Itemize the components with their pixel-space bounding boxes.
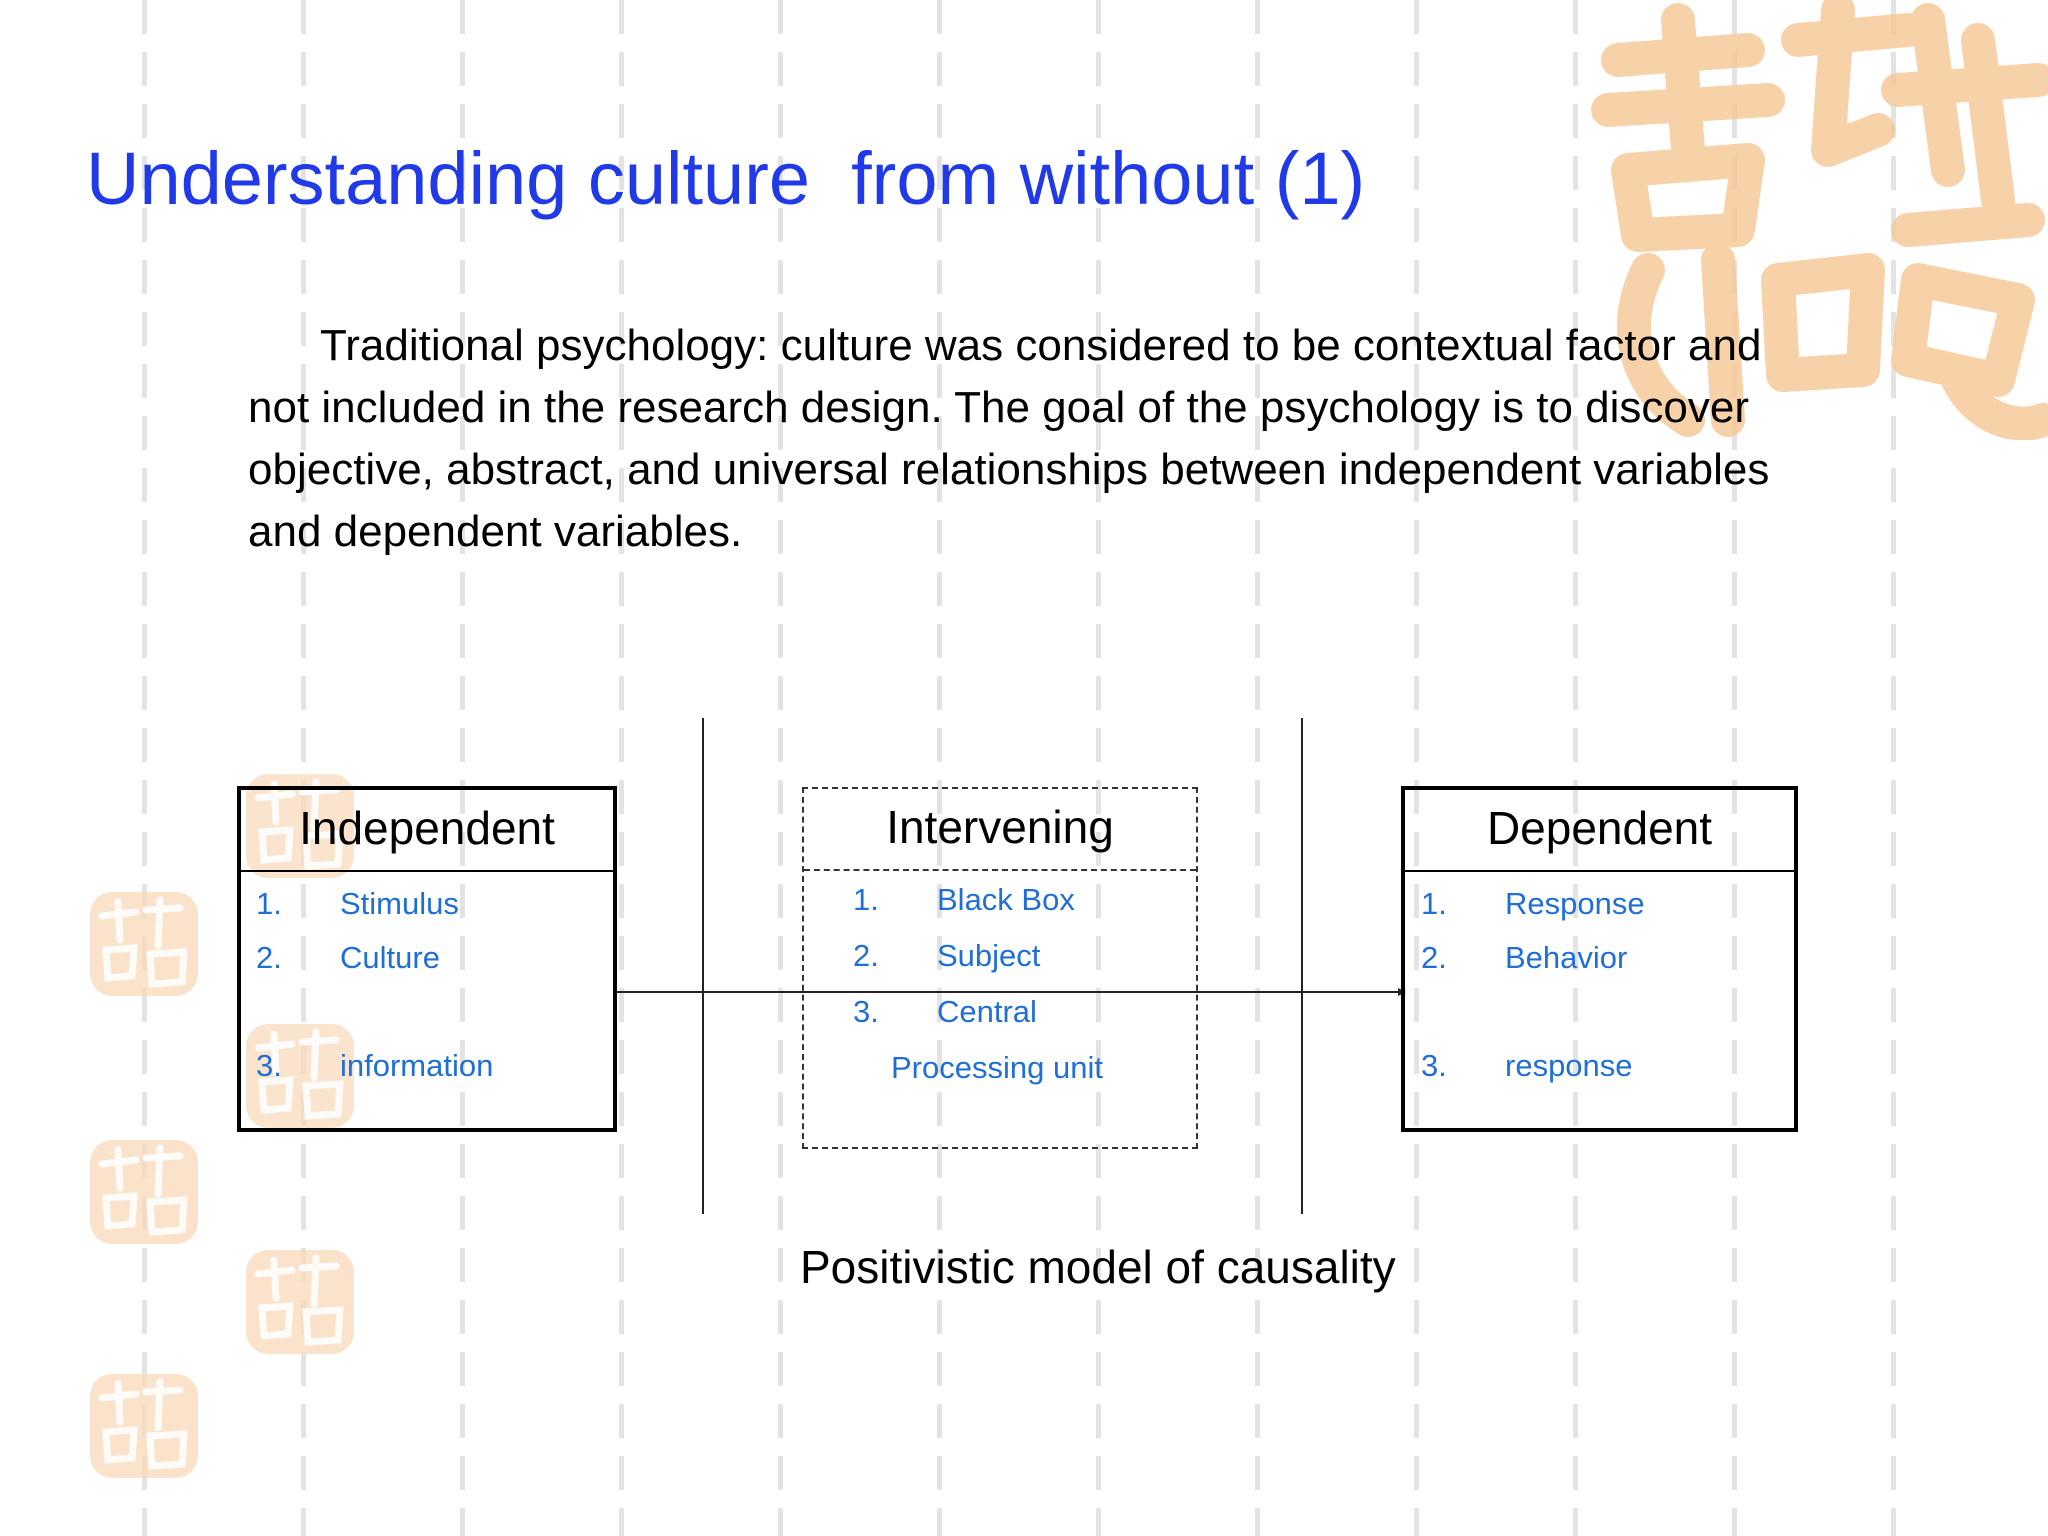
slide-title: Understanding culture from without (1)	[86, 137, 1366, 220]
item-number: 3.	[1421, 1048, 1447, 1083]
seal-stamp-icon	[90, 892, 198, 996]
item-label: Culture	[340, 940, 440, 975]
seal-stamp-icon	[90, 1374, 198, 1478]
seal-stamp-icon	[246, 1250, 354, 1354]
intervening-box: Intervening	[802, 787, 1198, 1149]
item-number: 2.	[853, 938, 879, 973]
item-number: 1.	[256, 886, 282, 921]
seal-stamp-icon	[90, 1140, 198, 1244]
calligraphy-watermark-icon	[1591, 0, 2048, 440]
item-number: 2.	[1421, 940, 1447, 975]
item-label: information	[340, 1048, 494, 1083]
dependent-header: Dependent	[1405, 790, 1794, 872]
body-paragraph: Traditional psychology: culture was cons…	[248, 321, 1770, 556]
item-label: Stimulus	[340, 886, 459, 921]
independent-header: Independent	[241, 790, 613, 872]
item-number: 3.	[853, 994, 879, 1029]
divider-right	[1301, 718, 1303, 1214]
seal-stamp-icon	[246, 1024, 354, 1128]
item-label: Subject	[937, 938, 1041, 973]
intervening-item-3-continuation: Processing unit	[891, 1050, 1103, 1085]
item-label: Behavior	[1505, 940, 1628, 975]
item-label: Black Box	[937, 882, 1075, 917]
causal-arrow-line	[615, 991, 1400, 993]
item-number: 1.	[853, 882, 879, 917]
item-number: 1.	[1421, 886, 1447, 921]
intervening-header: Intervening	[804, 789, 1196, 871]
item-label: Response	[1505, 886, 1645, 921]
divider-left	[702, 718, 704, 1214]
independent-box: Independent	[237, 786, 617, 1132]
dependent-box: Dependent	[1401, 786, 1798, 1132]
item-label: response	[1505, 1048, 1633, 1083]
diagram-caption: Positivistic model of causality	[800, 1241, 1396, 1293]
item-number: 3.	[256, 1048, 282, 1083]
item-number: 2.	[256, 940, 282, 975]
item-label: Central	[937, 994, 1037, 1029]
